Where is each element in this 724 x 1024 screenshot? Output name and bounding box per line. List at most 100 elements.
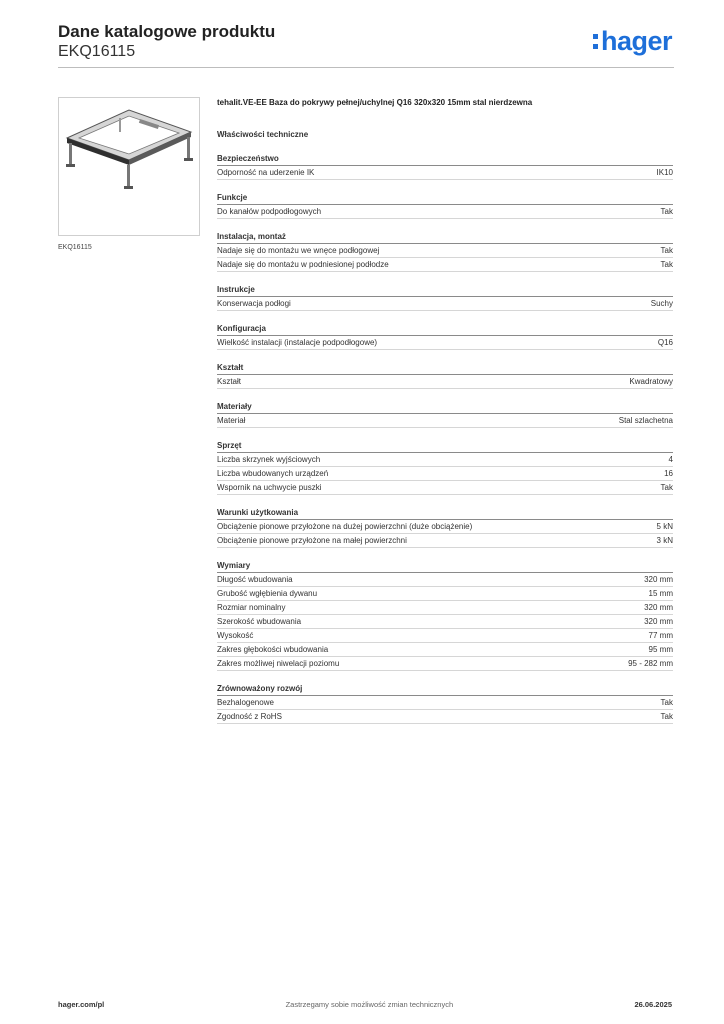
- footer-note: Zastrzegamy sobie możliwość zmian techni…: [285, 1000, 454, 1009]
- spec-value: Tak: [660, 246, 673, 255]
- spec-value: Tak: [660, 260, 673, 269]
- spec-section: Funkcje Do kanałów podpodłogowych Tak: [217, 192, 673, 219]
- spec-row: Liczba skrzynek wyjściowych 4: [217, 453, 673, 467]
- spec-label: Grubość wgłębienia dywanu: [217, 589, 318, 598]
- spec-row: Odporność na uderzenie IK IK10: [217, 166, 673, 180]
- spec-label: Nadaje się do montażu w podniesionej pod…: [217, 260, 389, 269]
- spec-row: Szerokość wbudowania 320 mm: [217, 615, 673, 629]
- spec-value: Tak: [660, 698, 673, 707]
- spec-label: Szerokość wbudowania: [217, 617, 302, 626]
- spec-row: Konserwacja podłogi Suchy: [217, 297, 673, 311]
- logo-colon-icon: [592, 34, 598, 49]
- section-title: Wymiary: [217, 560, 673, 573]
- header-divider: [58, 67, 674, 68]
- spec-value: Tak: [660, 207, 673, 216]
- spec-label: Wspornik na uchwycie puszki: [217, 483, 322, 492]
- spec-label: Kształt: [217, 377, 242, 386]
- spec-row: Materiał Stal szlachetna: [217, 414, 673, 428]
- spec-value: 4: [668, 455, 673, 464]
- spec-row: Kształt Kwadratowy: [217, 375, 673, 389]
- spec-row: Zakres możliwej niwelacji poziomu 95 - 28…: [217, 657, 673, 671]
- footer-site: hager.com/pl: [58, 1000, 105, 1009]
- spec-value: Stal szlachetna: [618, 416, 673, 425]
- document-title: Dane katalogowe produktu: [58, 22, 276, 41]
- spec-label: Odporność na uderzenie IK: [217, 168, 315, 177]
- spec-value: Suchy: [650, 299, 673, 308]
- spec-row: Rozmiar nominalny 320 mm: [217, 601, 673, 615]
- spec-label: Obciążenie pionowe przyłożone na dużej p…: [217, 522, 473, 531]
- spec-value: 77 mm: [648, 631, 673, 640]
- spec-value: 320 mm: [644, 603, 673, 612]
- spec-row: Wielkość instalacji (instalacje podpodło…: [217, 336, 673, 350]
- spec-row: Do kanałów podpodłogowych Tak: [217, 205, 673, 219]
- section-title: Funkcje: [217, 192, 673, 205]
- spec-label: Wielkość instalacji (instalacje podpodło…: [217, 338, 378, 347]
- section-title: Instalacja, montaż: [217, 231, 673, 244]
- product-title: tehalit.VE-EE Baza do pokrywy pełnej/uch…: [217, 98, 533, 107]
- spec-label: Zakres głębokości wbudowania: [217, 645, 329, 654]
- section-title: Materiały: [217, 401, 673, 414]
- spec-row: Nadaje się do montażu w podniesionej pod…: [217, 258, 673, 272]
- section-title: Bezpieczeństwo: [217, 153, 673, 166]
- spec-value: Tak: [660, 712, 673, 721]
- spec-label: Bezhalogenowe: [217, 698, 274, 707]
- spec-label: Rozmiar nominalny: [217, 603, 286, 612]
- spec-label: Do kanałów podpodłogowych: [217, 207, 322, 216]
- spec-label: Nadaje się do montażu we wnęce podłogowe…: [217, 246, 380, 255]
- product-code: EKQ16115: [58, 43, 136, 60]
- spec-value: Kwadratowy: [629, 377, 673, 386]
- spec-row: Wspornik na uchwycie puszki Tak: [217, 481, 673, 495]
- spec-row: Bezhalogenowe Tak: [217, 696, 673, 710]
- spec-value: Tak: [660, 483, 673, 492]
- spec-value: 16: [664, 469, 673, 478]
- frame-base-icon: [65, 109, 193, 189]
- spec-value: 320 mm: [644, 575, 673, 584]
- spec-row: Nadaje się do montażu we wnęce podłogowe…: [217, 244, 673, 258]
- spec-label: Liczba skrzynek wyjściowych: [217, 455, 321, 464]
- spec-value: 15 mm: [648, 589, 673, 598]
- spec-label: Długość wbudowania: [217, 575, 293, 584]
- spec-label: Wysokość: [217, 631, 254, 640]
- spec-content: tehalit.VE-EE Baza do pokrywy pełnej/uch…: [217, 97, 673, 724]
- section-title: Sprzęt: [217, 440, 673, 453]
- spec-row: Obciążenie pionowe przyłożone na małej p…: [217, 534, 673, 548]
- hager-logo: hager: [592, 26, 673, 57]
- spec-value: 3 kN: [656, 536, 673, 545]
- spec-value: IK10: [656, 168, 673, 177]
- spec-label: Liczba wbudowanych urządzeń: [217, 469, 329, 478]
- spec-value: 320 mm: [644, 617, 673, 626]
- spec-row: Grubość wgłębienia dywanu 15 mm: [217, 587, 673, 601]
- spec-value: Q16: [657, 338, 673, 347]
- spec-row: Wysokość 77 mm: [217, 629, 673, 643]
- spec-value: 95 - 282 mm: [628, 659, 673, 668]
- section-title: Kształt: [217, 362, 673, 375]
- footer-date: 26.06.2025: [634, 1000, 672, 1009]
- spec-label: Materiał: [217, 416, 246, 425]
- spec-row: Obciążenie pionowe przyłożone na dużej p…: [217, 520, 673, 534]
- spec-label: Konserwacja podłogi: [217, 299, 291, 308]
- spec-label: Zakres możliwej niwelacji poziomu: [217, 659, 340, 668]
- section-title: Warunki użytkowania: [217, 507, 673, 520]
- document-header: Dane katalogowe produktu EKQ16115: [58, 22, 275, 62]
- spec-row: Liczba wbudowanych urządzeń 16: [217, 467, 673, 481]
- section-title: Konfiguracja: [217, 323, 673, 336]
- spec-label: Zgodność z RoHS: [217, 712, 282, 721]
- spec-row: Długość wbudowania 320 mm: [217, 573, 673, 587]
- image-caption: EKQ16115: [58, 244, 92, 251]
- product-image: [58, 97, 200, 236]
- tech-heading: Właściwości techniczne: [217, 130, 309, 139]
- section-title: Zrównoważony rozwój: [217, 683, 673, 696]
- section-title: Instrukcje: [217, 284, 673, 297]
- spec-label: Obciążenie pionowe przyłożone na małej p…: [217, 536, 407, 545]
